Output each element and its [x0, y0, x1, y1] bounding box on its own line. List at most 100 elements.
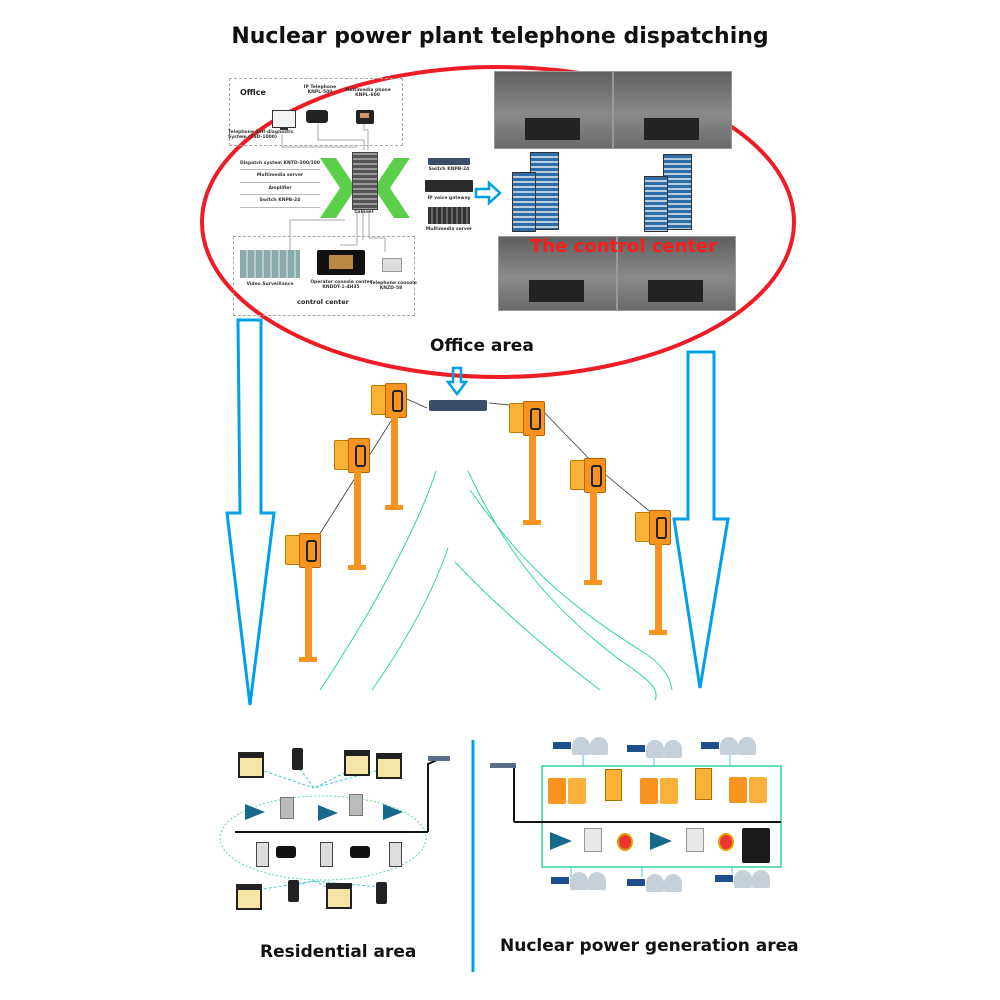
residential-links [243, 764, 387, 893]
path-line [469, 489, 673, 691]
generation-network-frame [541, 765, 782, 868]
switch-input-arrow [445, 366, 469, 397]
voice-gateway-icon [425, 180, 473, 192]
office-area-ellipse [200, 65, 796, 379]
cabinet-icon [352, 152, 378, 210]
video-intercom-icon [280, 797, 294, 819]
office-wire [340, 210, 358, 246]
control-center-box-label: control center [297, 298, 349, 306]
phone-base [649, 630, 667, 635]
residential-network-ellipse [219, 795, 427, 881]
residential-switch-icon [428, 756, 450, 761]
office-to-building-arrow [474, 180, 502, 206]
office-area-label: Office area [430, 336, 534, 356]
explosion-proof-phone-icon [605, 769, 622, 801]
phone-base [385, 505, 403, 510]
chevron-right-icon [320, 158, 356, 218]
phone-booth-icon [376, 882, 387, 904]
video-surveillance-label: Video Surveillance [246, 282, 294, 287]
storage-tank-icon [626, 738, 686, 758]
house-icon [376, 753, 402, 779]
operator-console-icon [317, 250, 365, 275]
phone-base [299, 657, 317, 662]
residential-area-label: Residential area [260, 942, 417, 962]
phone-box [299, 533, 321, 568]
equipment-item: Multimedia server [240, 170, 320, 183]
equipment-item: Amplifier [240, 183, 320, 196]
office-box-label: Office [240, 88, 266, 97]
self-diagnostic-label: Telephone Self-diagnostic System (TSD-10… [228, 130, 294, 141]
office-wire [289, 219, 345, 250]
path-line [454, 561, 601, 691]
console-shape [529, 280, 584, 302]
house-icon [238, 752, 264, 778]
door-station-icon [320, 842, 333, 867]
call-point-icon [686, 828, 704, 852]
multimedia-server-label: Multimedia server [425, 227, 473, 232]
phone-pole [529, 434, 536, 520]
right-down-arrow [672, 350, 730, 689]
phone-box [523, 401, 545, 436]
horn-speaker-icon [245, 804, 265, 820]
storage-tank-icon [714, 868, 774, 888]
amplifier-cabinet-icon [742, 828, 770, 863]
house-icon [326, 883, 352, 909]
video-intercom-icon [349, 794, 363, 816]
door-station-icon [389, 842, 402, 867]
switch-icon [428, 158, 470, 165]
call-point-icon [584, 828, 602, 852]
storage-tank-icon [626, 872, 686, 892]
operator-console-label: Operator console center KNDDT-1-4H35 [310, 280, 372, 291]
office-box [229, 78, 403, 146]
video-wall-icon [240, 250, 300, 278]
voice-gateway-label: IP voice gateway [427, 196, 471, 201]
monitor-stand [280, 128, 288, 130]
building-icon [644, 176, 668, 232]
office-wire [368, 210, 386, 252]
console-shape [648, 280, 703, 302]
desk-phone-icon [350, 846, 370, 858]
phone-pole [305, 566, 312, 657]
field-switch-icon [429, 400, 487, 411]
path-line [319, 470, 437, 691]
phone-pole [391, 416, 398, 505]
beacon-light-icon [617, 833, 633, 851]
industrial-phone-icon [548, 778, 588, 804]
horn-speaker-icon [650, 832, 672, 850]
building-icon [512, 172, 536, 232]
storage-tank-icon [550, 870, 610, 890]
telephone-console-label: Telephone console KNZD-58 [370, 281, 417, 292]
path-line [371, 547, 449, 691]
phone-base [523, 520, 541, 525]
horn-speaker-icon [318, 805, 338, 821]
equipment-list: Dispatch system KNTD-300/100 Multimedia … [240, 158, 320, 208]
beacon-light-icon [718, 833, 734, 851]
telephone-console-icon [382, 258, 402, 272]
phone-pole [590, 491, 597, 580]
phone-base [584, 580, 602, 585]
industrial-phone-icon [640, 778, 680, 804]
console-shape [644, 118, 699, 140]
desk-phone-icon [276, 846, 296, 858]
generation-area-label: Nuclear power generation area [500, 936, 799, 956]
industrial-phone-icon [729, 777, 769, 803]
house-icon [236, 884, 262, 910]
office-wire [281, 135, 357, 148]
page-title: Nuclear power plant telephone dispatchin… [231, 24, 769, 49]
storage-tank-icon [700, 735, 760, 755]
ip-telephone-label: IP Telephone KNPL-500 [303, 85, 337, 96]
phone-base [348, 565, 366, 570]
multimedia-phone-icon [356, 110, 374, 124]
phone-booth-icon [288, 880, 299, 902]
control-center-banner: The control center [530, 236, 718, 257]
multimedia-phone-label: Multimedia phone KNPL-600 [345, 88, 391, 99]
ip-phone-icon [306, 110, 328, 123]
horn-speaker-icon [383, 804, 403, 820]
phone-box [385, 383, 407, 418]
phone-pole [655, 543, 662, 630]
equipment-item: Dispatch system KNTD-300/100 [240, 158, 320, 171]
left-down-arrow [225, 318, 276, 706]
horn-speaker-icon [550, 832, 572, 850]
switch-label: Switch KNPB-24 [428, 167, 470, 172]
explosion-proof-phone-icon [695, 768, 712, 800]
